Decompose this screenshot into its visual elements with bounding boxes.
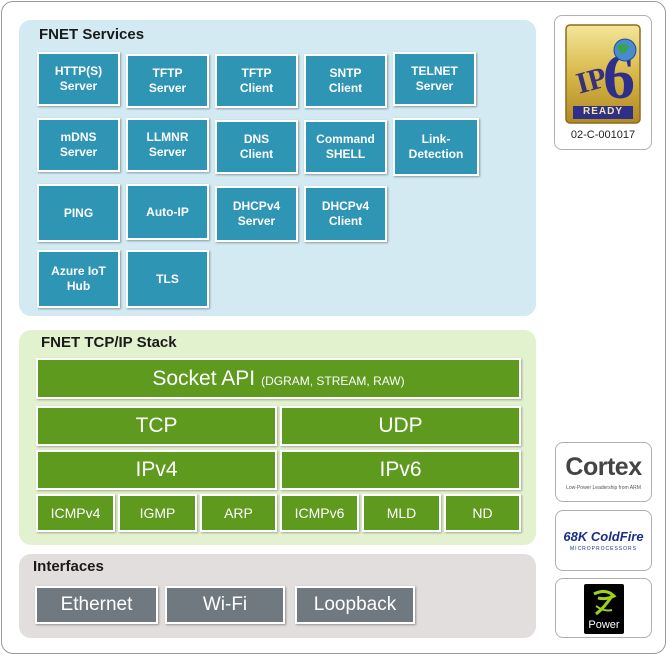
icmpv6-protocol: ICMPv6 [280,494,359,532]
ipv6-cert-id: 02-C-001017 [570,129,636,141]
interface-loopback: Loopback [295,586,415,624]
coldfire-logo: 68K ColdFire [563,529,644,544]
cortex-badge: Cortex Low-Power Leadership from ARM [555,442,652,502]
service-telnet-server: TELNET Server [393,52,476,106]
fnet-services-section: FNET Services HTTP(S) Server TFTP Server… [19,20,536,316]
cortex-logo: Cortex [565,453,642,481]
service-ping: PING [37,184,120,242]
service-tftp-client: TFTP Client [215,54,298,108]
service-tftp-server: TFTP Server [126,54,209,108]
ipv4-layer: IPv4 [36,450,277,490]
service-llmnr-server: LLMNR Server [126,118,209,172]
power-swirl-icon [593,589,617,616]
power-badge: Power [555,578,652,638]
service-auto-ip: Auto-IP [126,184,209,240]
ipv6-layer: IPv6 [280,450,521,490]
cortex-tagline: Low-Power Leadership from ARM [566,485,641,491]
coldfire-badge: 68K ColdFire MICROPROCESSORS [555,510,652,571]
fnet-tcpip-stack-section: FNET TCP/IP Stack Socket API (DGRAM, STR… [19,330,536,545]
socket-api-types: (DGRAM, STREAM, RAW) [261,373,405,388]
socket-api-label: Socket API [152,366,256,390]
service-azure-iot-hub: Azure IoT Hub [37,250,120,308]
power-label: Power [588,619,620,631]
ipv6-ready-badge: IP 6 READY 02-C-001017 [554,15,652,150]
power-logo: Power [584,584,624,634]
nd-protocol: ND [444,494,521,532]
interfaces-section: Interfaces Ethernet Wi-Fi Loopback [19,554,536,638]
service-sntp-client: SNTP Client [304,54,387,108]
service-link-detection: Link- Detection [393,118,479,176]
service-dns-client: DNS Client [215,120,298,174]
igmp-protocol: IGMP [118,494,197,532]
service-dhcpv4-client: DHCPv4 Client [304,186,387,242]
ipv6-ready-logo-text: READY [582,106,623,117]
interface-wifi: Wi-Fi [165,586,285,624]
socket-api-layer: Socket API (DGRAM, STREAM, RAW) [36,358,521,399]
interface-ethernet: Ethernet [35,586,158,624]
mld-protocol: MLD [362,494,441,532]
stack-title: FNET TCP/IP Stack [41,334,177,351]
ipv6-ready-logo: IP 6 [565,24,641,124]
arp-protocol: ARP [200,494,277,532]
udp-layer: UDP [280,406,521,446]
tcp-layer: TCP [36,406,277,446]
service-mdns-server: mDNS Server [37,118,120,172]
interfaces-title: Interfaces [33,558,104,575]
coldfire-tagline: MICROPROCESSORS [570,546,637,552]
service-dhcpv4-server: DHCPv4 Server [215,186,298,242]
icmpv4-protocol: ICMPv4 [36,494,115,532]
services-title: FNET Services [39,26,145,43]
service-http-server: HTTP(S) Server [37,52,120,106]
service-tls: TLS [126,250,209,308]
service-command-shell: Command SHELL [304,120,387,174]
